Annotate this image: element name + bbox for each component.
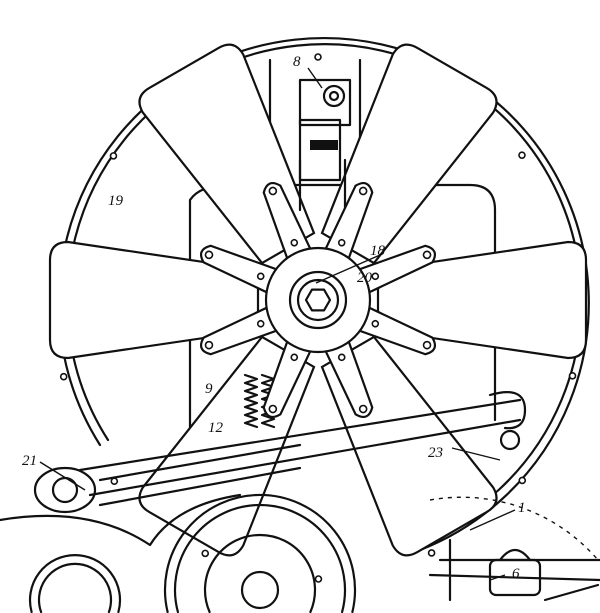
hub-ring [288,270,348,330]
rim-rivet [518,151,526,159]
arm-hole [256,319,265,328]
arm-hole [371,319,380,328]
label-21: 21 [22,453,37,469]
label-19: 19 [108,193,124,209]
rim-rivet [201,549,210,558]
rim-rivet [427,549,436,557]
blade-outline [48,240,260,360]
label-1: 1 [518,500,526,516]
arm-hole [358,404,368,414]
rim-rivet [109,152,118,160]
hub-nut [304,288,332,312]
bracket-8 [298,78,352,212]
leader-lines [39,67,516,581]
rim-rivet [314,575,323,583]
arm-hole [204,340,214,350]
fan-blade [376,240,588,360]
rod-arm [33,391,527,514]
label-6: 6 [512,566,520,582]
arm-hole [337,238,346,247]
arm-hole [422,340,432,350]
arm-hole [290,238,299,247]
arm-hole [256,272,265,281]
label-18: 18 [370,243,386,259]
spider-disc [264,246,372,354]
label-20: 20 [357,270,373,286]
arm-hole [337,353,346,362]
hub-ring-inner [296,278,340,322]
rim-rivet [518,476,527,485]
arm-hole [268,186,278,196]
rim-rivet [314,53,322,61]
spider-hub [199,181,437,419]
arm-hole [268,404,278,414]
label-23: 23 [428,445,443,461]
label-9: 9 [205,381,213,397]
arm-hole [204,250,214,260]
arm-hole [422,250,432,260]
fan-blade [48,240,260,360]
rim-rivet [568,372,577,380]
blade-outline [376,240,588,360]
rim-rivet [59,372,68,381]
arm-hole [290,353,299,362]
label-8: 8 [293,54,301,70]
arm-hole [371,272,380,281]
rim-rivet [110,477,119,485]
label-12: 12 [208,420,224,436]
arm-hole [358,186,368,196]
gears [0,493,600,613]
